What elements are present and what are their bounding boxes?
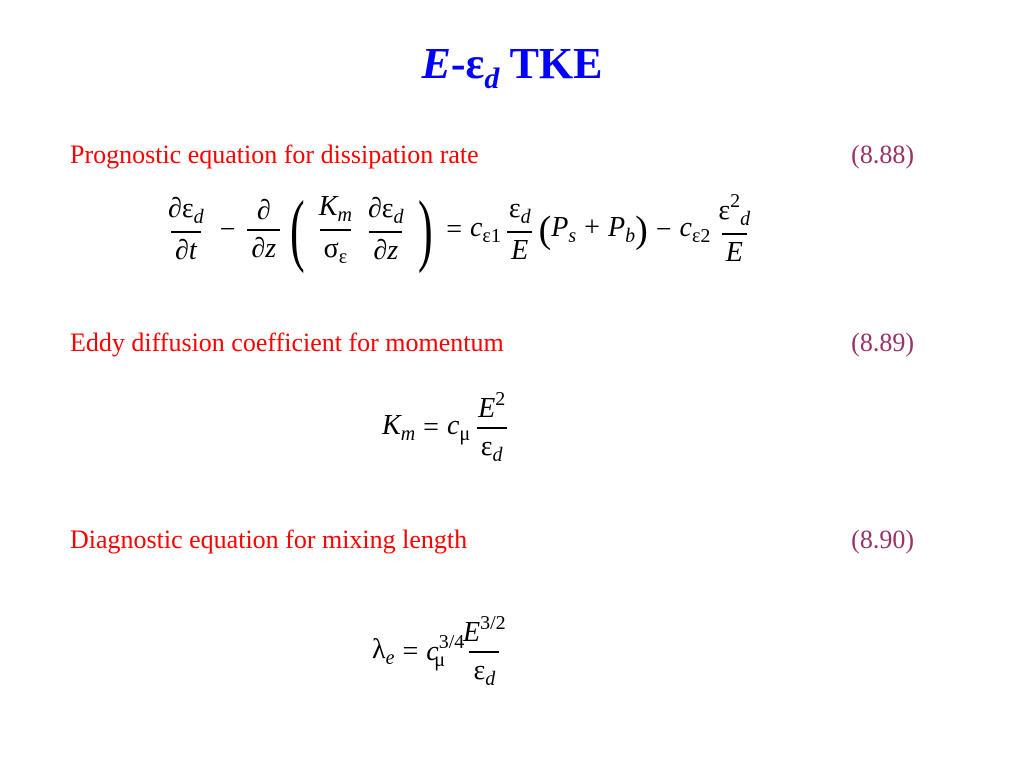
caption-mixing-length: Diagnostic equation for mixing length	[70, 525, 468, 554]
slide-title: E-εd TKE	[0, 38, 1024, 95]
km-term: Km	[382, 409, 416, 445]
frac-eps2-e: ε2d E	[718, 190, 751, 269]
equation-889: Km = cμ E2 εd	[382, 388, 513, 467]
equation-number-890: (8.90)	[851, 525, 914, 554]
frac-km-sigma: Km σε	[318, 191, 352, 268]
c-mu-power: c3/4μ	[426, 631, 465, 672]
equation-890: λe = c3/4μ E3/2 εd	[372, 612, 514, 691]
c-eps2: cε2	[679, 212, 711, 247]
equation-number-888: (8.88)	[851, 140, 914, 169]
frac-eps-e: εd E	[507, 192, 533, 266]
ps-plus-pb: Ps+Pb	[551, 212, 636, 247]
title-epsilon: ε	[465, 39, 485, 88]
title-dash: -	[450, 39, 466, 88]
right-paren: )	[417, 186, 433, 274]
frac-e2-eps: E2 εd	[476, 388, 507, 467]
title-tke: TKE	[509, 39, 603, 88]
title-e: E	[421, 39, 451, 88]
frac-deps-dt: ∂εd ∂t	[168, 192, 204, 266]
minus-sign: −	[219, 214, 236, 245]
title-subscript-d: d	[484, 62, 500, 95]
c-mu: cμ	[446, 409, 471, 445]
c-eps1: cε1	[469, 212, 501, 247]
frac-d-dz: ∂ ∂z	[247, 195, 281, 265]
caption-dissipation-rate: Prognostic equation for dissipation rate	[70, 140, 479, 169]
left-paren: (	[290, 186, 305, 274]
lambda-e: λe	[372, 633, 395, 669]
equals-sign: =	[446, 214, 462, 245]
equation-number-889: (8.89)	[851, 328, 914, 357]
caption-eddy-diffusion: Eddy diffusion coefficient for momentum	[70, 328, 504, 357]
frac-deps-dz: ∂εd ∂z	[367, 192, 404, 266]
frac-e32-eps: E3/2 εd	[463, 612, 506, 691]
equation-888: ∂εd ∂t − ∂ ∂z ( Km σε ∂εd ∂z ) = cε1 εd …	[160, 190, 758, 270]
